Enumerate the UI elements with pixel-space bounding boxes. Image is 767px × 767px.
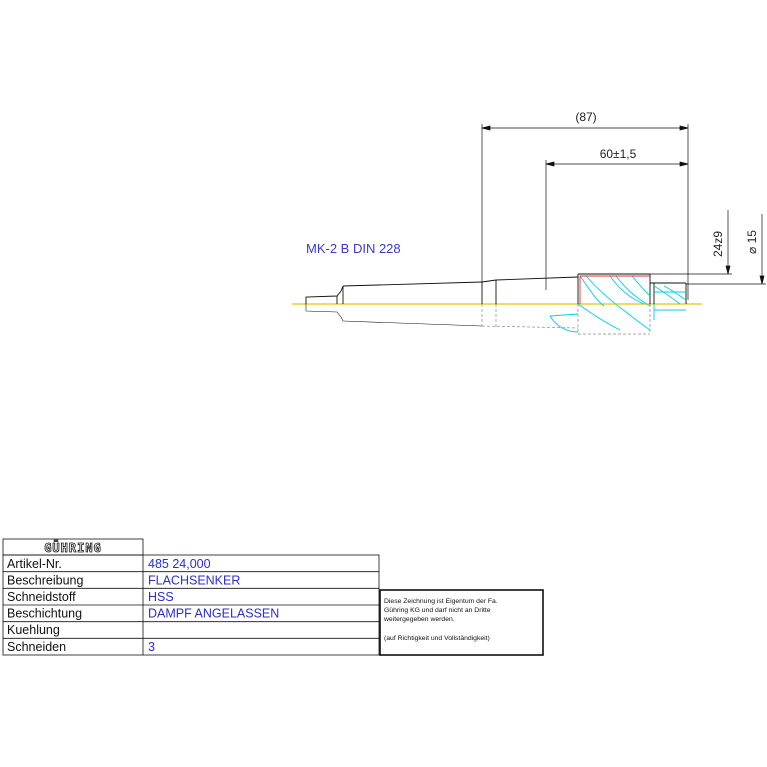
dim-overall-length-label: (87) <box>575 110 596 124</box>
row-value-beschichtung: DAMPF ANGELASSEN <box>148 607 279 621</box>
title-block <box>2 538 380 656</box>
row-label-beschreibung: Beschreibung <box>7 574 83 588</box>
disclaimer-line-4: (auf Richtigkeit und Vollständigkeit) <box>384 635 490 642</box>
dim-pilot-diameter-label: ⌀ 15 <box>745 230 759 254</box>
row-value-beschreibung: FLACHSENKER <box>148 574 240 588</box>
brand-logo: GÜHRING <box>44 540 102 555</box>
row-value-schneiden: 3 <box>148 640 155 654</box>
taper-note: MK-2 B DIN 228 <box>306 241 401 256</box>
disclaimer-line-1: Diese Zeichnung ist Eigentum der Fa. <box>384 598 498 605</box>
row-label-schneidstoff: Schneidstoff <box>7 590 76 604</box>
flutes <box>549 275 687 333</box>
dim-body-diameter-label: 24z9 <box>711 231 725 257</box>
tool-outline <box>305 273 687 304</box>
cutter-accent <box>579 275 650 304</box>
disclaimer-line-2: Gühring KG und darf nicht an Dritte <box>384 607 491 614</box>
dim-pilot-diameter <box>686 214 766 285</box>
dim-flute-length-label: 60±1,5 <box>600 147 637 161</box>
row-label-schneiden: Schneiden <box>7 640 66 654</box>
tool-lower-outline <box>305 304 483 327</box>
row-label-kuehlung: Kuehlung <box>7 623 60 637</box>
dim-body-diameter <box>650 210 732 275</box>
row-label-beschichtung: Beschichtung <box>7 607 82 621</box>
row-value-schneidstoff: HSS <box>148 590 174 604</box>
row-label-artikel: Artikel-Nr. <box>7 557 62 571</box>
dim-flute-length <box>545 160 689 290</box>
dim-overall-length <box>481 124 689 300</box>
disclaimer-line-3: weitergegeben werden. <box>383 616 455 623</box>
disclaimer-box <box>379 589 544 656</box>
row-value-artikel: 485 24,000 <box>148 557 211 571</box>
